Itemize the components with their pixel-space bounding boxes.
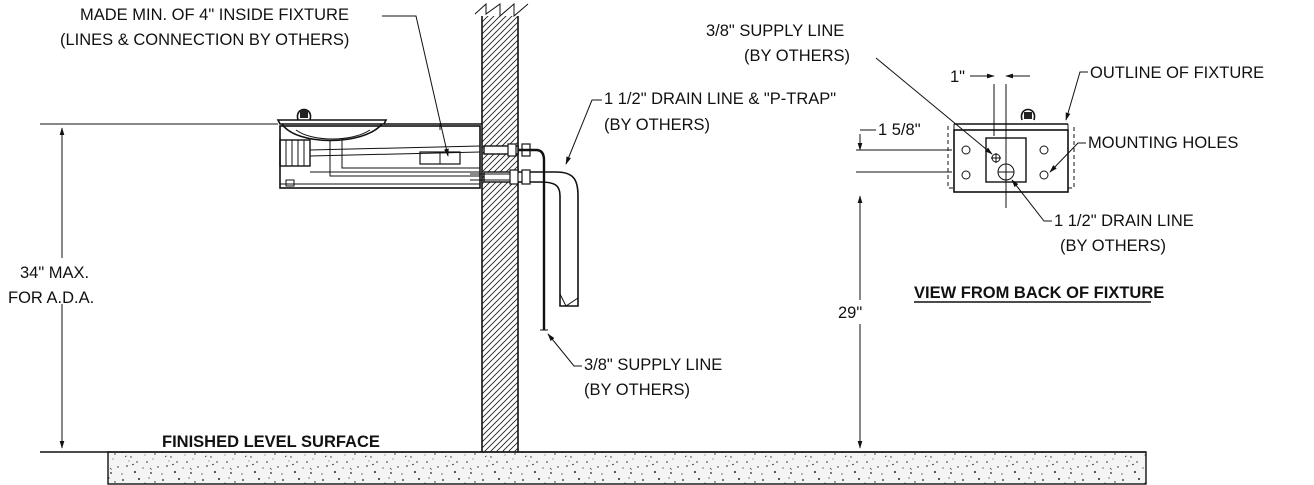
label-mounting-holes: MOUNTING HOLES — [1049, 134, 1238, 173]
label-drain-trap-line1: 1 1/2" DRAIN LINE & "P-TRAP" — [604, 90, 836, 108]
label-drain-back-line2: (BY OTHERS) — [1060, 237, 1166, 255]
label-supply-side-line2: (BY OTHERS) — [584, 381, 690, 399]
label-view-from-back: VIEW FROM BACK OF FIXTURE — [914, 284, 1164, 302]
label-height-max-line1: 34" MAX. — [20, 264, 89, 282]
label-twenty-nine: 29" — [838, 304, 862, 322]
label-drain-back-line1: 1 1/2" DRAIN LINE — [1054, 212, 1194, 230]
label-supply-back-line2: (BY OTHERS) — [744, 47, 850, 65]
floor-slab — [40, 451, 1147, 485]
label-height-max-line2: FOR A.D.A. — [8, 289, 94, 307]
label-one-five-eighths: 1 5/8" — [878, 121, 921, 139]
label-outline-of-fixture: OUTLINE OF FIXTURE — [1090, 64, 1264, 82]
label-drain-back: 1 1/2" DRAIN LINE (BY OTHERS) — [1011, 179, 1194, 255]
label-drain-trap-line2: (BY OTHERS) — [604, 116, 710, 134]
label-finished-level-surface: FINISHED LEVEL SURFACE — [162, 433, 380, 451]
label-supply-back-line1: 3/8" SUPPLY LINE — [706, 22, 844, 40]
fixture-side-view — [276, 108, 482, 189]
label-supply-back: 3/8" SUPPLY LINE (BY OTHERS) — [706, 22, 993, 155]
label-supply-side: 3/8" SUPPLY LINE (BY OTHERS) — [547, 333, 722, 399]
supply-line-side — [483, 143, 548, 331]
view-title: VIEW FROM BACK OF FIXTURE — [914, 284, 1164, 303]
fixture-back-view — [947, 84, 1075, 208]
label-outline-fixture: OUTLINE OF FIXTURE — [1065, 64, 1264, 121]
wall-section — [474, 2, 529, 452]
label-inside-fixture-line1: MADE MIN. OF 4" INSIDE FIXTURE — [80, 6, 349, 24]
label-inside-fixture-line2: (LINES & CONNECTION BY OTHERS) — [60, 31, 349, 49]
label-mounting-holes-text: MOUNTING HOLES — [1088, 134, 1238, 152]
dimension-34-max: 34" MAX. FOR A.D.A. — [4, 123, 278, 449]
dimension-29: 29" — [832, 195, 872, 449]
dimension-one-five-eighths: 1 5/8" — [856, 121, 952, 173]
drain-p-trap — [470, 169, 579, 307]
label-inside-fixture: MADE MIN. OF 4" INSIDE FIXTURE (LINES & … — [60, 6, 449, 157]
label-supply-side-line1: 3/8" SUPPLY LINE — [584, 356, 722, 374]
label-drain-trap: 1 1/2" DRAIN LINE & "P-TRAP" (BY OTHERS) — [565, 90, 836, 165]
dimension-one-inch: 1" — [950, 68, 1030, 86]
label-one-inch: 1" — [950, 68, 965, 86]
